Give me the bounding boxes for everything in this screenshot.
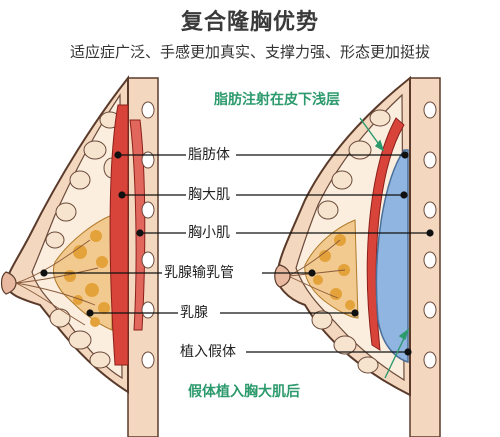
label-pectoralis-major: 胸大肌	[186, 187, 232, 203]
right-pectoralis-major	[366, 117, 405, 351]
augmented-breast-crosssection	[274, 75, 441, 437]
page-subtitle: 适应症广泛、手感更加真实、支撑力强、形态更加挺拔	[69, 43, 430, 61]
right-implant	[375, 149, 409, 364]
left-pectoralis-major	[109, 104, 129, 366]
note-arrows	[359, 117, 410, 379]
note-implant-position: 假体植入胸大肌后	[188, 384, 300, 400]
label-pectoralis-minor: 胸小肌	[186, 225, 232, 241]
label-lactiferous-duct: 乳腺输乳管	[162, 265, 236, 281]
label-mammary-gland: 乳腺	[178, 305, 210, 321]
page-title: 复合隆胸优势	[180, 10, 319, 35]
left-pectoralis-minor	[129, 119, 146, 331]
left-nipple	[0, 271, 17, 295]
label-implant: 植入假体	[178, 344, 238, 360]
note-fat-injection: 脂肪注射在皮下浅层	[214, 92, 340, 108]
natural-breast-crosssection	[0, 75, 159, 437]
right-nipple	[274, 264, 291, 288]
label-fat-body: 脂肪体	[186, 147, 232, 163]
leader-lines	[40, 151, 434, 356]
